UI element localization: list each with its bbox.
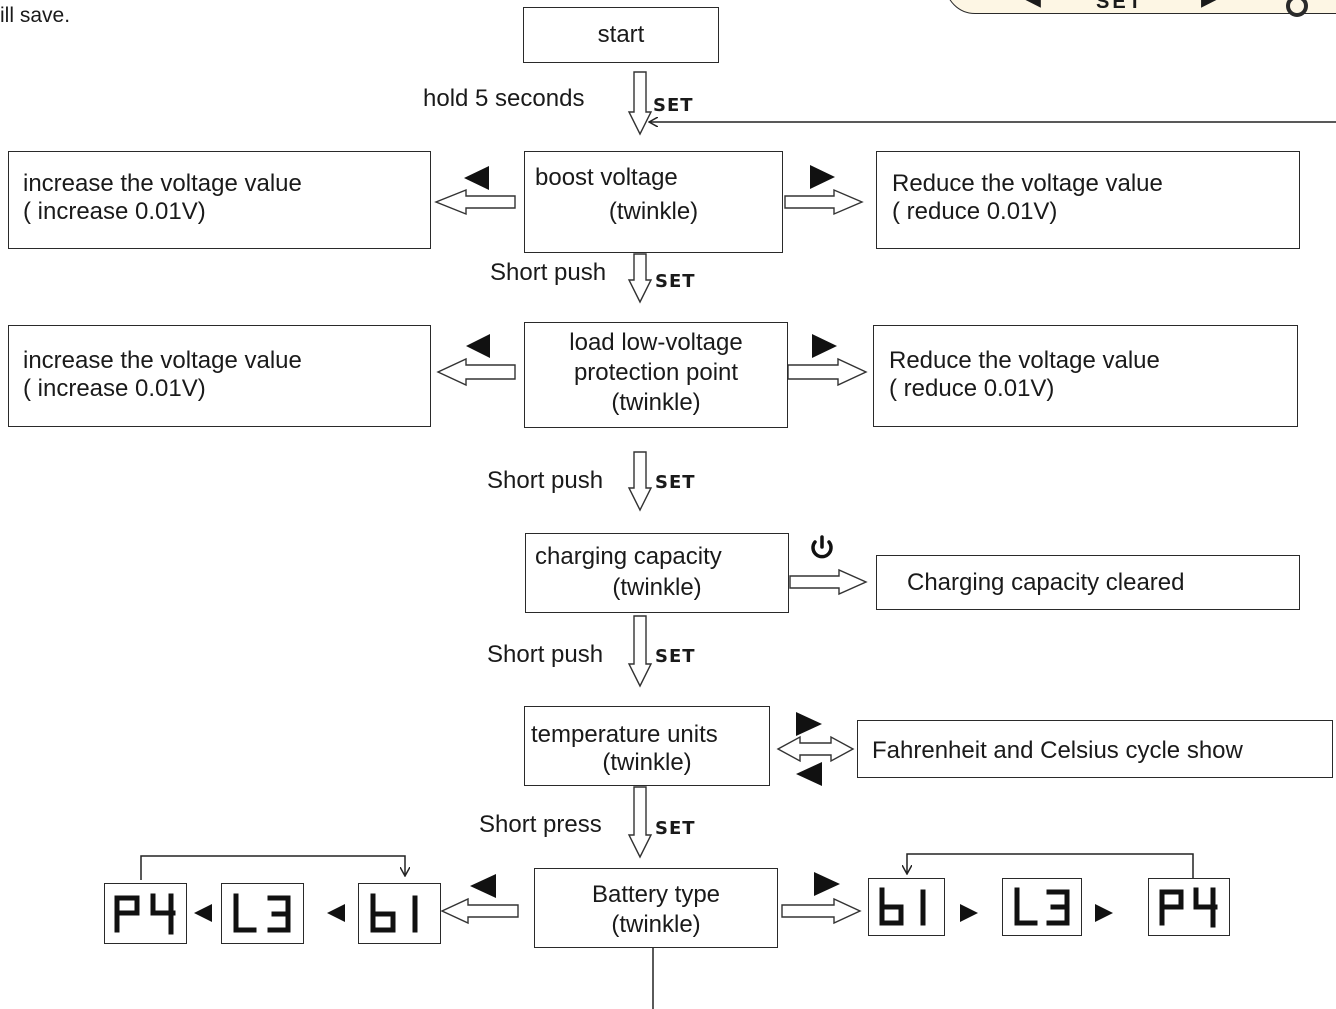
power-icon [1286, 0, 1308, 17]
code-l3-right: L3 [1002, 878, 1082, 936]
set-key-label: SET [655, 818, 696, 839]
temp-center-line1: temperature units [531, 721, 718, 748]
left-triangle-icon [466, 334, 490, 358]
right-arrow [787, 357, 868, 387]
code-b1-right: b1 [868, 878, 945, 936]
left-triangle-icon [796, 762, 822, 786]
down-arrow [627, 71, 653, 136]
lowv-left-box: increase the voltage value ( increase 0.… [8, 325, 431, 427]
control-panel: ◀ SET ▶ [945, 0, 1336, 17]
code-p4-left: P4 [104, 883, 187, 944]
start-box: start [523, 7, 719, 63]
start-label: start [597, 21, 645, 48]
boost-voltage-box: boost voltage (twinkle) [524, 151, 783, 253]
left-arrow [436, 357, 516, 387]
capacity-right-label: Charging capacity cleared [907, 569, 1185, 596]
right-triangle-icon [960, 904, 978, 922]
step-hint: Short push [487, 641, 604, 668]
right-triangle-icon: ▶ [1201, 0, 1218, 9]
top-caption: ill save. [0, 4, 71, 27]
set-key-label: SET [655, 646, 696, 667]
boost-left-line1: increase the voltage value [23, 170, 302, 197]
right-triangle-icon [810, 165, 835, 189]
lowv-left-line1: increase the voltage value [23, 347, 302, 374]
boost-right-line2: ( reduce 0.01V) [892, 198, 1058, 225]
capacity-cleared-box: Charging capacity cleared [876, 555, 1300, 610]
boost-right-box: Reduce the voltage value ( reduce 0.01V) [876, 151, 1300, 249]
right-arrow [789, 568, 868, 596]
code-l3-left: L3 [221, 883, 304, 944]
battery-center-line2: (twinkle) [611, 911, 701, 938]
capacity-center-line1: charging capacity [535, 543, 722, 570]
left-arrow [434, 188, 516, 216]
temp-right-label: Fahrenheit and Celsius cycle show [872, 737, 1243, 764]
set-button-label: SET [1096, 0, 1144, 13]
capacity-center-line2: (twinkle) [612, 574, 702, 601]
temperature-units-box: temperature units (twinkle) [524, 706, 770, 786]
right-arrow [784, 188, 864, 216]
battery-type-box: Battery type (twinkle) [534, 868, 778, 948]
left-triangle-icon [327, 904, 345, 922]
step-hint: Short push [490, 259, 607, 286]
boost-right-line1: Reduce the voltage value [892, 170, 1163, 197]
set-key-label: SET [655, 472, 696, 493]
temp-cycle-box: Fahrenheit and Celsius cycle show [857, 720, 1333, 778]
lowv-center-line1: load low-voltage [569, 329, 743, 356]
power-icon [811, 535, 833, 559]
lowv-right-line1: Reduce the voltage value [889, 347, 1160, 374]
left-triangle-icon: ◀ [1024, 0, 1041, 9]
boost-center-line2: (twinkle) [608, 198, 699, 225]
set-key-label: SET [655, 271, 696, 292]
lowv-right-line2: ( reduce 0.01V) [889, 375, 1055, 402]
right-triangle-icon [814, 872, 840, 896]
lowv-right-box: Reduce the voltage value ( reduce 0.01V) [873, 325, 1298, 427]
step-hint: Short push [487, 467, 604, 494]
right-triangle-icon [796, 712, 822, 736]
down-arrow [627, 253, 653, 304]
low-voltage-box: load low-voltage protection point (twink… [524, 322, 788, 428]
step-hint: Short press [479, 811, 602, 838]
code-p4-right: P4 [1148, 878, 1230, 936]
step-hint: hold 5 seconds [423, 85, 585, 112]
lowv-left-line2: ( increase 0.01V) [23, 375, 206, 402]
left-arrow [440, 897, 519, 925]
left-triangle-icon [470, 874, 496, 898]
left-triangle-icon [464, 166, 489, 190]
down-arrow [627, 451, 653, 512]
lowv-center-line2: protection point [573, 359, 739, 386]
right-triangle-icon [1095, 904, 1113, 922]
code-b1-left: b1 [358, 883, 441, 944]
lowv-center-line3: (twinkle) [611, 389, 701, 416]
battery-center-line1: Battery type [591, 881, 721, 908]
temp-center-line2: (twinkle) [602, 749, 692, 776]
right-arrow [781, 897, 862, 925]
boost-left-box: increase the voltage value ( increase 0.… [8, 151, 431, 249]
boost-left-line2: ( increase 0.01V) [23, 198, 206, 225]
down-arrow [627, 615, 653, 688]
set-key-label: SET [653, 95, 694, 116]
left-triangle-icon [194, 904, 212, 922]
double-arrow [776, 735, 855, 763]
down-arrow [627, 786, 653, 859]
right-triangle-icon [812, 334, 837, 358]
charging-capacity-box: charging capacity (twinkle) [525, 533, 789, 613]
boost-center-line1: boost voltage [535, 164, 678, 191]
